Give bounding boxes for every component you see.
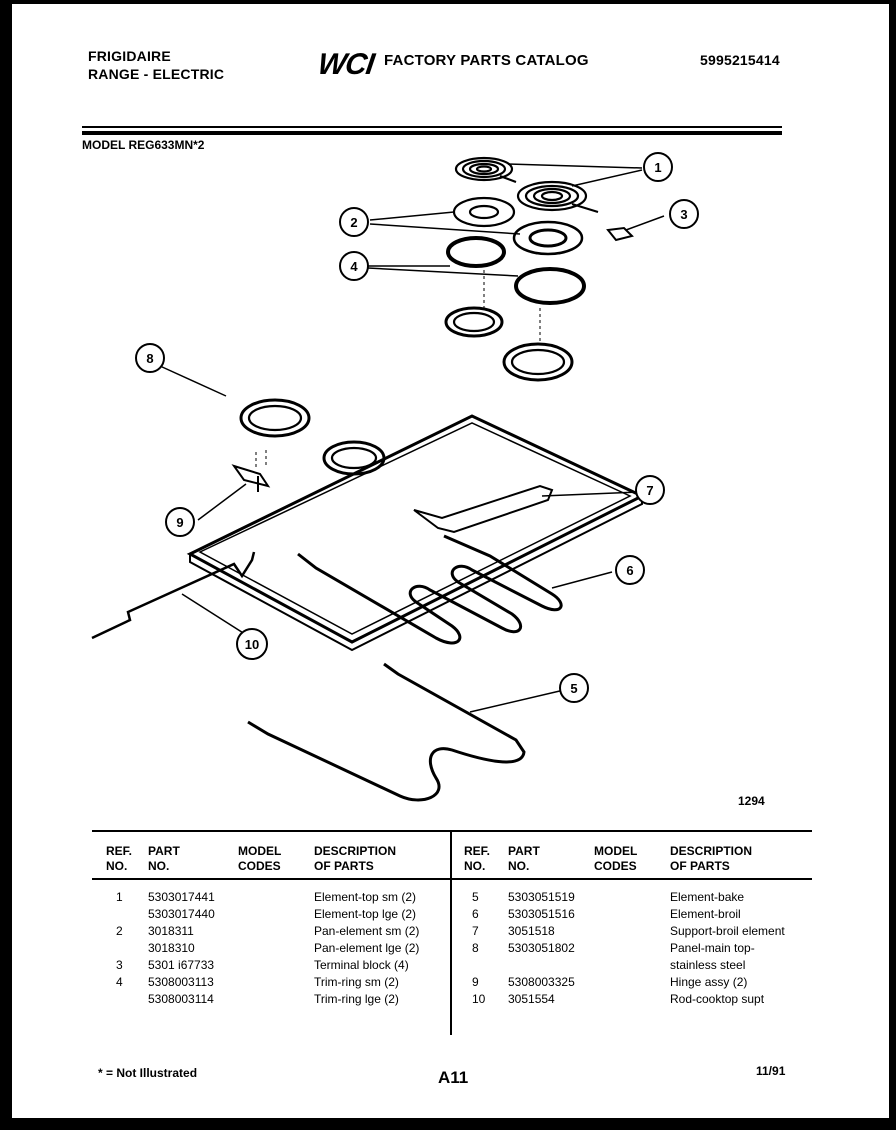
- callout-5: 5: [559, 673, 589, 703]
- callout-label-10: 10: [245, 637, 259, 652]
- callout-6: 6: [615, 555, 645, 585]
- catalog-date: 11/91: [756, 1064, 786, 1078]
- document-number: 5995215414: [700, 52, 780, 68]
- callout-label-1: 1: [654, 160, 661, 175]
- diagram-code: 1294: [738, 794, 765, 808]
- callout-7: 7: [635, 475, 665, 505]
- trim-rings-drawing: [446, 236, 586, 344]
- catalog-page: FRIGIDAIRE RANGE - ELECTRIC WCI FACTORY …: [10, 2, 891, 1120]
- callout-2: 2: [339, 207, 369, 237]
- callout-4: 4: [339, 251, 369, 281]
- callout-8: 8: [135, 343, 165, 373]
- product-line: RANGE - ELECTRIC: [88, 66, 225, 82]
- callout-10: 10: [236, 628, 268, 660]
- broil-support-drawing: [413, 484, 554, 534]
- element-pans-drawing: [452, 196, 584, 256]
- callout-label-4: 4: [350, 259, 358, 274]
- callout-1: 1: [643, 152, 673, 182]
- cooktop-rod-drawing: [91, 551, 256, 640]
- callout-label-5: 5: [570, 681, 577, 696]
- page-number: A11: [438, 1068, 469, 1087]
- callout-3: 3: [669, 199, 699, 229]
- callout-label-3: 3: [680, 207, 687, 222]
- catalog-title: FACTORY PARTS CATALOG: [384, 52, 589, 69]
- table-top-rule: [92, 830, 812, 832]
- hinge-drawing: [231, 464, 271, 492]
- callout-label-9: 9: [176, 515, 183, 530]
- header-ref-right: REF.NO.: [464, 844, 491, 873]
- callout-label-8: 8: [146, 351, 153, 366]
- model-number: MODEL REG633MN*2: [82, 138, 205, 152]
- table-header-rule: [92, 878, 812, 880]
- callout-label-7: 7: [646, 483, 653, 498]
- header-rule-thin: [82, 126, 782, 128]
- callout-label-2: 2: [350, 215, 357, 230]
- callouts: 1 2 3 4 5 6 7: [135, 152, 699, 703]
- exploded-parts-diagram: 1 2 3 4 5 6 7: [91, 152, 699, 802]
- callout-label-6: 6: [626, 563, 633, 578]
- wci-logo: WCI: [315, 48, 376, 81]
- callout-9: 9: [165, 507, 195, 537]
- header-ref: REF.NO.: [106, 844, 133, 873]
- leader-lines: [159, 163, 665, 713]
- not-illustrated-note: * = Not Illustrated: [98, 1066, 198, 1080]
- bake-element-drawing: [247, 662, 526, 802]
- surface-elements-drawing: [454, 156, 599, 214]
- brand-name: FRIGIDAIRE: [88, 48, 171, 64]
- table-center-divider: [450, 830, 452, 1035]
- broil-element-drawing: [297, 534, 563, 645]
- terminal-block-drawing: [606, 226, 634, 242]
- header-rule-thick: [82, 131, 782, 135]
